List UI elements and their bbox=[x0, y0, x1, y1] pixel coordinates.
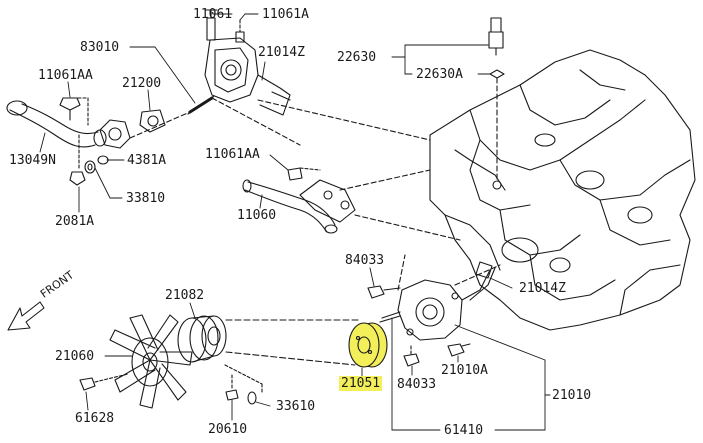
water-pump-21010 bbox=[379, 254, 501, 341]
label-21060: 21060 bbox=[55, 349, 95, 364]
label-11060: 11060 bbox=[237, 208, 277, 223]
front-arrow-icon bbox=[7, 301, 45, 331]
leader-lines bbox=[39, 13, 551, 431]
label-13049n: 13049N bbox=[9, 153, 56, 168]
bolt-84033-bot bbox=[403, 343, 420, 367]
label-22630: 22630 bbox=[337, 50, 377, 65]
bolt-11061aa-top bbox=[59, 97, 89, 126]
label-11061: 11061 bbox=[193, 7, 233, 22]
label-4381a: 4381A bbox=[127, 153, 167, 168]
label-83010: 83010 bbox=[80, 40, 120, 55]
fan-21060 bbox=[109, 314, 193, 409]
label-84033-bot: 84033 bbox=[397, 377, 437, 392]
label-22630a: 22630A bbox=[416, 67, 463, 82]
label-33810: 33810 bbox=[126, 191, 166, 206]
label-20610: 20610 bbox=[208, 422, 248, 437]
label-84033-top: 84033 bbox=[345, 253, 385, 268]
label-61628: 61628 bbox=[75, 411, 115, 426]
label-21014z-mid: 21014Z bbox=[519, 281, 566, 296]
bolt-21010a bbox=[447, 343, 471, 357]
label-2081a: 2081A bbox=[55, 214, 95, 229]
label-21082: 21082 bbox=[165, 288, 205, 303]
bolt-61628 bbox=[79, 373, 129, 391]
label-21010a: 21010A bbox=[441, 363, 488, 378]
washer-33610 bbox=[224, 364, 263, 405]
hose-13049n bbox=[6, 100, 107, 148]
fan-coupling-21082 bbox=[177, 315, 361, 366]
sensor-22630 bbox=[488, 17, 505, 190]
label-33610: 33610 bbox=[276, 399, 316, 414]
label-21051: 21051 bbox=[339, 376, 383, 391]
label-21051-text: 21051 bbox=[339, 376, 383, 391]
bolt-84033-top bbox=[367, 285, 401, 299]
pulley-21051 bbox=[348, 322, 388, 368]
label-21014z-top: 21014Z bbox=[258, 45, 305, 60]
thermostat-housing bbox=[187, 9, 431, 146]
label-61410: 61410 bbox=[444, 423, 484, 438]
nut-20610 bbox=[225, 374, 239, 401]
label-21200: 21200 bbox=[122, 76, 162, 91]
label-11061aa-top: 11061AA bbox=[38, 68, 93, 83]
small-parts-left bbox=[69, 134, 109, 186]
label-11061aa-mid: 11061AA bbox=[205, 147, 260, 162]
water-pipe-11060 bbox=[242, 167, 461, 241]
thermostat-21200 bbox=[99, 109, 191, 149]
engine-block-outline bbox=[429, 49, 696, 331]
label-11061a: 11061A bbox=[262, 7, 309, 22]
label-21010: 21010 bbox=[552, 388, 592, 403]
